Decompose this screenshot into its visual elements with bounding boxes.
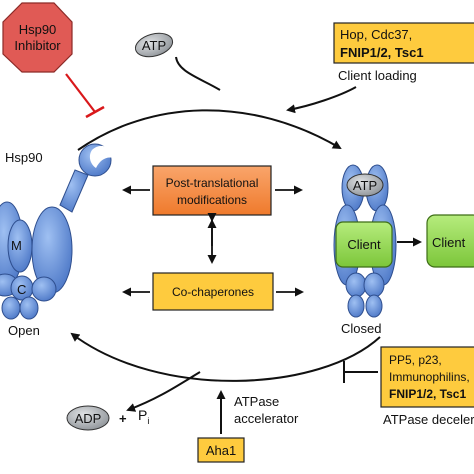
- client-loading-line1: Hop, Cdc37,: [340, 27, 412, 42]
- client-released-label: Client: [432, 235, 466, 250]
- aha1-box: Aha1: [197, 437, 245, 463]
- inhibitor-label-line2: Inhibitor: [14, 38, 61, 53]
- client-bound: Client: [335, 221, 393, 268]
- closed-right-cd: [363, 272, 385, 298]
- central-arrows: [122, 185, 304, 297]
- open-right-linker: [59, 169, 89, 213]
- atp-bound-label: ATP: [353, 178, 377, 193]
- ptm-line1: Post-translational: [166, 176, 259, 190]
- client-loading-arrow: [286, 86, 357, 114]
- client-loading-box: Hop, Cdc37, FNIP1/2, Tsc1: [333, 22, 474, 64]
- inhibitor-octagon: [2, 2, 73, 73]
- decelerator-box: PP5, p23, Immunophilins, FNIP1/2, Tsc1: [380, 346, 474, 408]
- accelerator-line2: accelerator: [234, 411, 299, 426]
- client-loading-label: Client loading: [338, 68, 417, 83]
- domain-c-label: C: [17, 282, 26, 297]
- inhibitor-label-line1: Hsp90: [19, 22, 57, 37]
- ptm-line2: modifications: [177, 193, 247, 207]
- open-ntd-cleft: [89, 145, 114, 168]
- atp-top: ATP: [134, 32, 174, 58]
- open-right-tail: [19, 296, 39, 320]
- atp-top-label: ATP: [142, 38, 166, 53]
- accelerator-line1: ATPase: [234, 394, 279, 409]
- cochaperones-label: Co-chaperones: [172, 285, 254, 299]
- hsp90-inhibitor: Hsp90 Inhibitor: [2, 2, 73, 73]
- atp-binding-arrow: [175, 56, 221, 91]
- aha1-label: Aha1: [206, 443, 236, 458]
- ptm-box: Post-translational modifications: [152, 165, 272, 216]
- open-right-cd: [31, 276, 57, 302]
- atp-bound: ATP: [346, 173, 384, 197]
- closed-left-cd: [345, 272, 367, 298]
- cycle-arc-top: [77, 109, 342, 151]
- adp-release-arrow: [126, 371, 201, 412]
- open-left-monomer-tail: [1, 296, 21, 320]
- cycle-arc-bottom: [70, 332, 381, 382]
- decelerator-line3: FNIP1/2, Tsc1: [389, 387, 466, 401]
- open-label: Open: [8, 323, 40, 338]
- decelerator-label: ATPase decelerator: [383, 412, 474, 427]
- decelerator-line1: PP5, p23,: [389, 353, 442, 367]
- inhibition-line: [65, 73, 105, 119]
- open-m-domain: [7, 219, 33, 273]
- client-released: Client: [426, 214, 474, 268]
- plus-sign: +: [119, 411, 127, 426]
- domain-m-label: M: [11, 238, 22, 253]
- hsp90-open-conformation: [0, 143, 114, 320]
- cochaperones-box: Co-chaperones: [152, 272, 274, 311]
- closed-right-tail: [365, 294, 383, 318]
- adp-label: ADP: [75, 411, 102, 426]
- closed-label: Closed: [341, 321, 381, 336]
- client-bound-label: Client: [347, 237, 381, 252]
- decelerator-line2: Immunophilins,: [389, 370, 470, 384]
- hsp90-label: Hsp90: [5, 150, 43, 165]
- phosphate-label: Pi: [138, 407, 149, 426]
- decelerator-inhibition: [343, 361, 378, 383]
- client-loading-line2: FNIP1/2, Tsc1: [340, 45, 424, 60]
- adp: ADP: [66, 405, 110, 431]
- closed-left-tail: [347, 294, 365, 318]
